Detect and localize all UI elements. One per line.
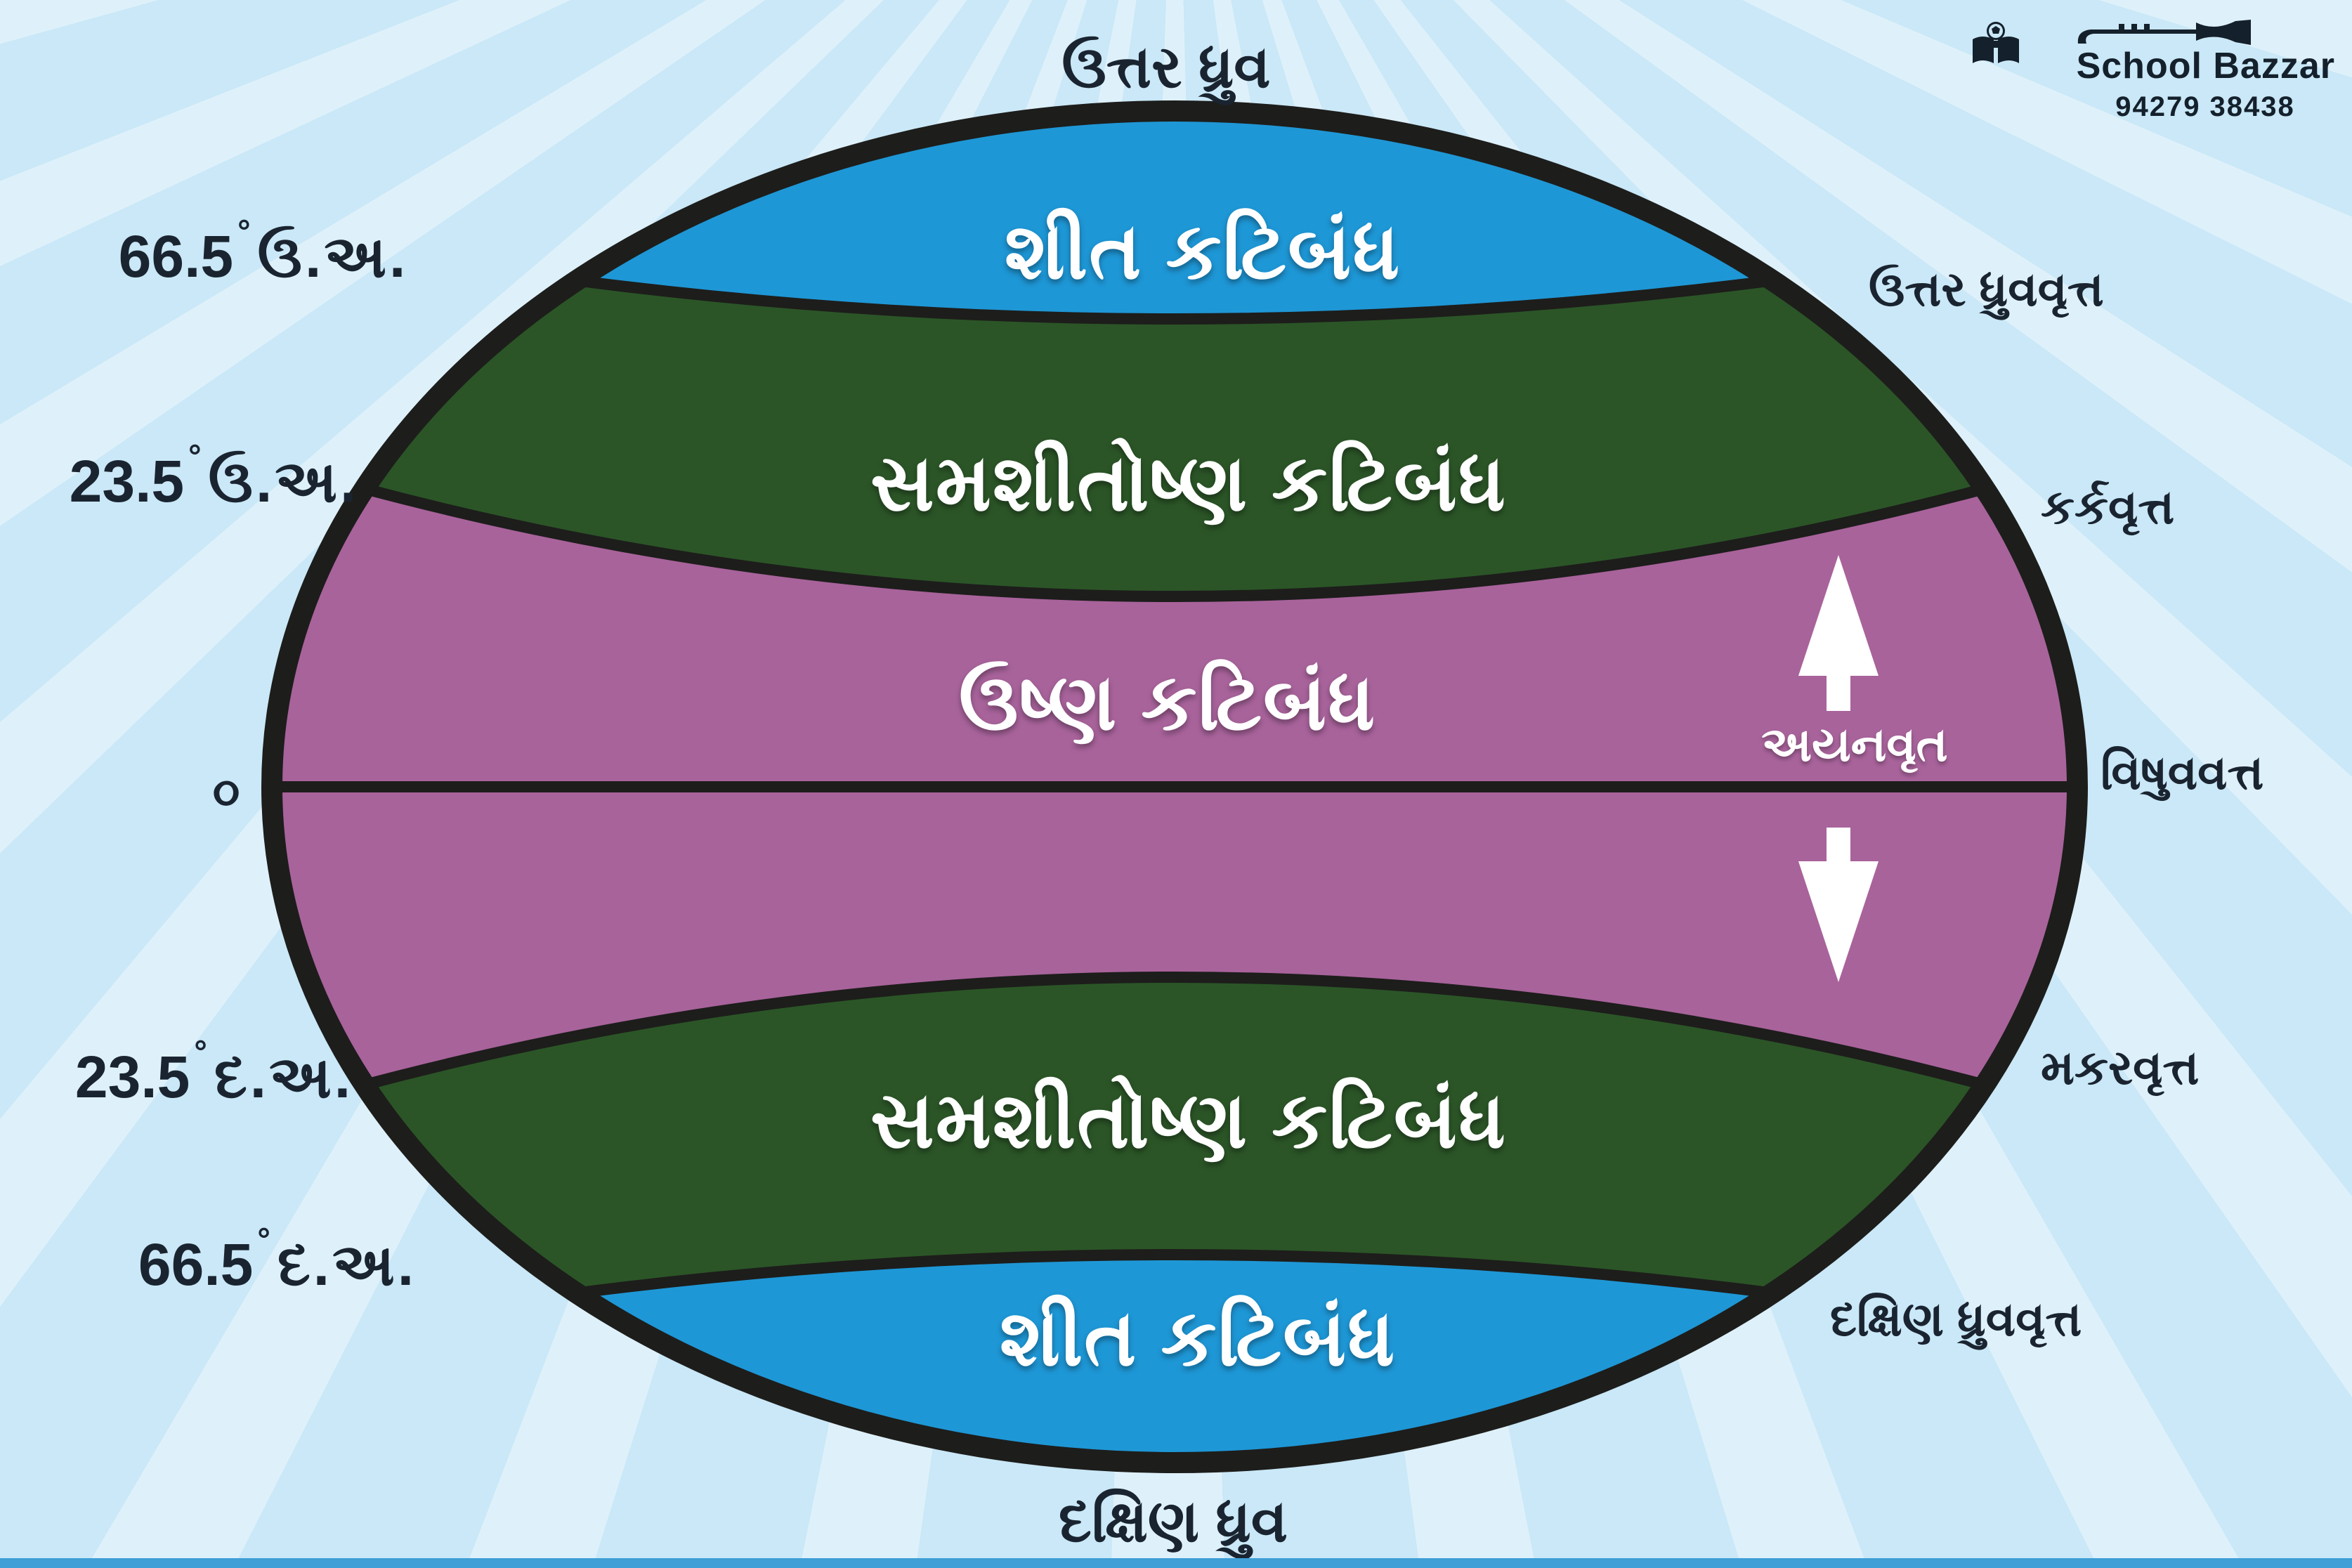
latitude-66-5-south-label: 66.5°દ.અ. bbox=[138, 1223, 417, 1298]
south-pole-label: દક્ષિણ ધ્રુવ bbox=[1058, 1488, 1288, 1554]
brand-name: School Bazzar bbox=[2077, 20, 2335, 87]
globe-outline bbox=[261, 100, 2088, 1473]
antarctic-circle-label: દક્ષિણ ધ્રુવવૃત્ત bbox=[1830, 1293, 2082, 1346]
tropic-of-capricorn-label: મકરવૃત્ત bbox=[2041, 1041, 2200, 1095]
trumpet-icon bbox=[2077, 20, 2251, 45]
tropic-of-capricorn-line bbox=[355, 972, 1994, 1092]
latitude-23-5-north-label: 23.5°ઉ.અ. bbox=[69, 440, 360, 514]
brand-name-text: School Bazzar bbox=[2076, 46, 2335, 86]
latitude-value: 23.5 bbox=[69, 448, 185, 514]
latitude-direction: ઉ.અ. bbox=[208, 448, 360, 514]
antarctic-circle-line bbox=[568, 1249, 1782, 1300]
degree-symbol: ° bbox=[237, 213, 251, 249]
equator-label: વિષુવવત્ત bbox=[2101, 746, 2264, 799]
latitude-direction: દ.અ. bbox=[277, 1231, 417, 1298]
solstice-down-arrow-icon bbox=[1798, 828, 1879, 982]
latitude-value: 66.5 bbox=[118, 223, 234, 289]
north-pole-label: ઉત્તર ધ્રુવ bbox=[1061, 34, 1271, 100]
latitude-value: 66.5 bbox=[138, 1231, 254, 1298]
latitude-direction: ઉ.અ. bbox=[257, 223, 409, 289]
equator-zero-mark: ૦ bbox=[212, 766, 240, 817]
frigid-zone-north-label: શીત કટિબંધ bbox=[1004, 207, 1402, 295]
bottom-edge-strip bbox=[0, 1558, 2352, 1568]
solstice-circle-label: અયનવૃત bbox=[1761, 718, 1948, 771]
arctic-circle-label: ઉત્તર ધ્રુવવૃત્ત bbox=[1869, 263, 2104, 316]
latitude-value: 23.5 bbox=[74, 1044, 190, 1110]
latitude-66-5-north-label: 66.5°ઉ.અ. bbox=[118, 215, 409, 289]
tropic-of-cancer-line bbox=[355, 481, 1994, 602]
degree-symbol: ° bbox=[188, 438, 202, 474]
latitude-23-5-south-label: 23.5°દ.અ. bbox=[74, 1035, 354, 1110]
temperate-zone-north-label: સમશીતોષ્ણ કટિબંધ bbox=[870, 439, 1507, 527]
tropic-of-cancer-label: કર્કવૃત્ત bbox=[2041, 481, 2175, 534]
latitude-direction: દ.અ. bbox=[214, 1044, 354, 1110]
temperate-zone-south-label: સમશીતોષ્ણ કટિબંધ bbox=[870, 1076, 1507, 1164]
degree-symbol: ° bbox=[194, 1033, 207, 1070]
school-book-logo-icon bbox=[1973, 22, 2019, 63]
brand-phone: 94279 38438 bbox=[2115, 91, 2295, 122]
frigid-zone-south-label: શીત કટિબંધ bbox=[999, 1294, 1397, 1382]
torrid-zone-label: ઉષ્ણ કટિબંધ bbox=[958, 658, 1377, 746]
brand-block: School Bazzar 94279 38438 bbox=[1970, 20, 2335, 123]
degree-symbol: ° bbox=[257, 1221, 270, 1257]
solstice-up-arrow-icon bbox=[1798, 555, 1879, 711]
arctic-circle-line bbox=[568, 274, 1782, 325]
